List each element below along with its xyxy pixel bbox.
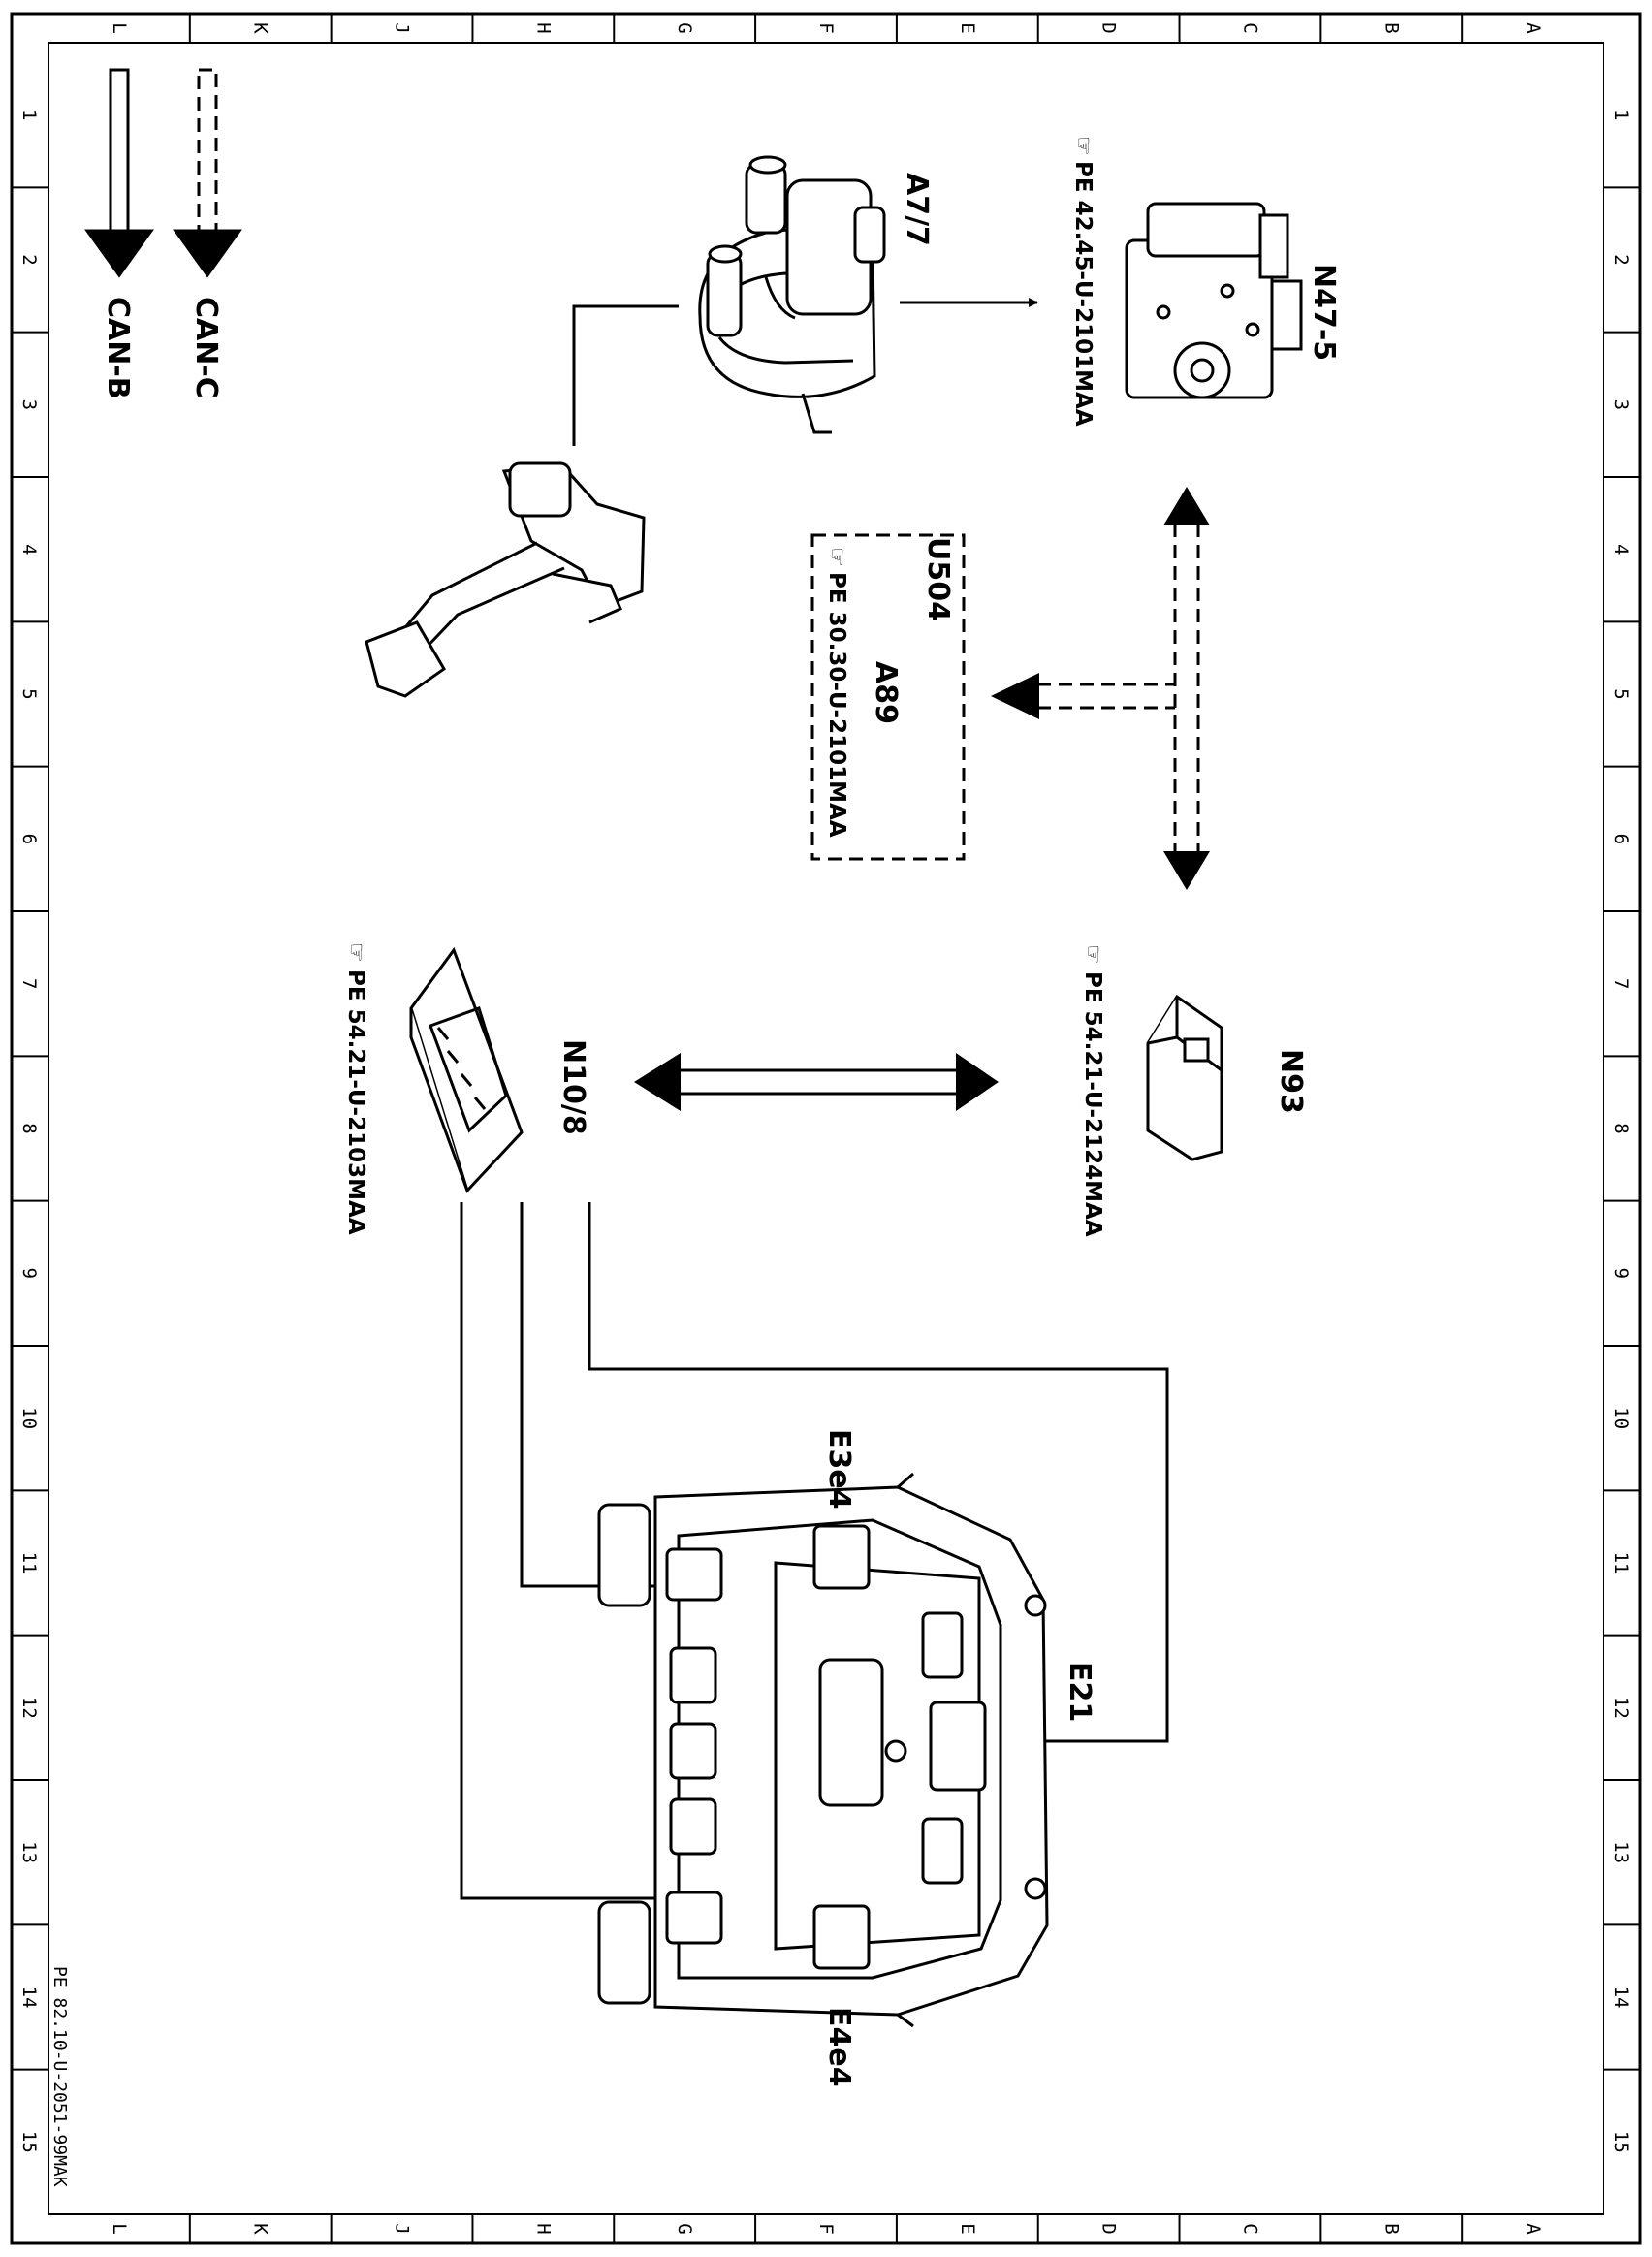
brake-booster-icon	[698, 155, 886, 434]
n47-5-pe-ref: PE 42.45-U-2101MAA	[1070, 161, 1096, 427]
can-c-bus	[1037, 524, 1200, 853]
hand-pointer-icon: ☞	[1070, 136, 1096, 156]
grid-col-label-bottom: C	[1239, 2223, 1260, 2234]
legend: CAN-B CAN-C	[84, 68, 242, 399]
grid-col-label-top: G	[674, 22, 695, 33]
a89-label: A89	[869, 661, 903, 724]
grid-row-label-right: 12	[1610, 1697, 1632, 1719]
grid-row-label-left: 13	[18, 1841, 40, 1863]
can-c-arrow-icon	[173, 68, 242, 278]
n93-label: N93	[1274, 1049, 1308, 1114]
grid-row-label-left: 2	[18, 254, 40, 265]
grid-row-label-left: 10	[18, 1407, 40, 1429]
grid-col-label-bottom: B	[1381, 2223, 1402, 2234]
drawing-frame	[10, 12, 1642, 2245]
grid-row-label-left: 8	[18, 1123, 40, 1133]
grid-col-label-top: B	[1381, 22, 1402, 33]
u504-a89-dashed-box	[810, 533, 966, 861]
grid-row-label-right: 3	[1610, 399, 1632, 410]
grid-row-label-right: 6	[1610, 834, 1632, 844]
can-b-arrowhead-left-icon	[634, 1053, 681, 1111]
hand-pointer-icon: ☞	[343, 942, 368, 963]
can-b-bus	[679, 1068, 958, 1096]
grid-col-label-bottom: J	[392, 2223, 413, 2234]
grid-col-label-top: F	[815, 22, 837, 33]
grid-row-label-right: 11	[1610, 1552, 1632, 1574]
grid-row-label-right: 2	[1610, 254, 1632, 265]
grid-col-label-bottom: L	[109, 2223, 130, 2234]
hand-pointer-icon: ☞	[824, 547, 849, 567]
grid-row-label-right: 14	[1610, 1987, 1632, 2009]
n47-5-callout: N47-5 PE 42.45-U-2101MAA ☞	[1070, 136, 1341, 427]
can-b-arrowhead-right-icon	[956, 1053, 999, 1111]
can-b-label: CAN-B	[101, 297, 135, 399]
esp-control-unit-icon	[1125, 202, 1303, 399]
grid-row-label-right: 1	[1610, 110, 1632, 120]
grid-row-label-left: 3	[18, 399, 40, 410]
grid-ticks	[12, 14, 1640, 2243]
n47-5-label: N47-5	[1307, 264, 1341, 361]
e3e4-label: E3e4	[822, 1429, 856, 1510]
grid-row-label-left: 6	[18, 834, 40, 844]
hand-pointer-icon: ☞	[1080, 944, 1105, 965]
grid-col-label-top: L	[109, 22, 130, 33]
grid-col-label-bottom: G	[674, 2223, 695, 2234]
grid-col-label-top: K	[250, 22, 271, 34]
vehicle-rear-icon	[597, 1472, 1049, 2028]
grid-col-label-top: A	[1522, 22, 1543, 34]
grid-row-label-right: 4	[1610, 544, 1632, 555]
grid-col-label-top: J	[392, 22, 413, 33]
grid-col-label-top: E	[957, 22, 978, 33]
grid-row-label-right: 5	[1610, 688, 1632, 699]
grid-row-label-right: 9	[1610, 1268, 1632, 1279]
grid-col-label-top: H	[532, 22, 554, 33]
grid-row-label-right: 7	[1610, 978, 1632, 989]
can-c-arrowhead-up-icon	[1163, 487, 1210, 525]
u504-pe-ref: PE 30.30-U-2101MAA	[824, 572, 849, 838]
e21-label: E21	[1063, 1662, 1096, 1722]
grid-col-label-bottom: E	[957, 2223, 978, 2234]
grid-row-label-right: 13	[1610, 1841, 1632, 1863]
grid-col-label-bottom: F	[815, 2223, 837, 2234]
u504-label: U504	[921, 537, 955, 621]
grid-col-label-top: C	[1239, 22, 1260, 33]
grid-col-label-bottom: K	[250, 2223, 271, 2235]
grid-row-label-left: 14	[18, 1987, 40, 2009]
can-c-label: CAN-C	[189, 297, 223, 398]
can-b-arrow-icon	[84, 68, 154, 278]
grid-row-label-left: 4	[18, 544, 40, 555]
sam-module-icon	[409, 946, 524, 1193]
grid-row-label-left: 9	[18, 1268, 40, 1279]
a7-7-label: A7/7	[900, 173, 934, 246]
n10-8-label: N10/8	[556, 1039, 590, 1135]
grid-col-label-top: D	[1098, 22, 1120, 33]
grid-row-label-left: 7	[18, 978, 40, 989]
n93-module-icon	[1146, 994, 1223, 1161]
document-reference: PE 82.10-U-2051-99MAK	[49, 1966, 70, 2187]
n10-8-pe-ref: PE 54.21-U-2103MAA	[343, 970, 368, 1235]
grid-col-label-bottom: H	[532, 2223, 554, 2234]
grid-row-label-right: 15	[1610, 2131, 1632, 2153]
grid-row-label-left: 12	[18, 1697, 40, 1719]
grid-row-label-left: 15	[18, 2131, 40, 2153]
grid-row-label-left: 5	[18, 688, 40, 699]
grid-row-label-left: 1	[18, 110, 40, 120]
brake-pedal-icon	[365, 461, 646, 698]
grid-row-label-left: 11	[18, 1552, 40, 1574]
e4e4-label: E4e4	[822, 2007, 856, 2087]
grid-col-label-bottom: A	[1522, 2223, 1543, 2235]
grid-row-label-right: 10	[1610, 1407, 1632, 1429]
can-c-arrowhead-down-icon	[1163, 851, 1210, 890]
can-c-arrowhead-left-icon	[991, 673, 1039, 719]
n93-pe-ref: PE 54.21-U-2124MAA	[1080, 971, 1105, 1237]
grid-row-label-right: 8	[1610, 1123, 1632, 1133]
grid-col-label-bottom: D	[1098, 2223, 1120, 2234]
pedal-to-booster-line	[572, 304, 679, 446]
